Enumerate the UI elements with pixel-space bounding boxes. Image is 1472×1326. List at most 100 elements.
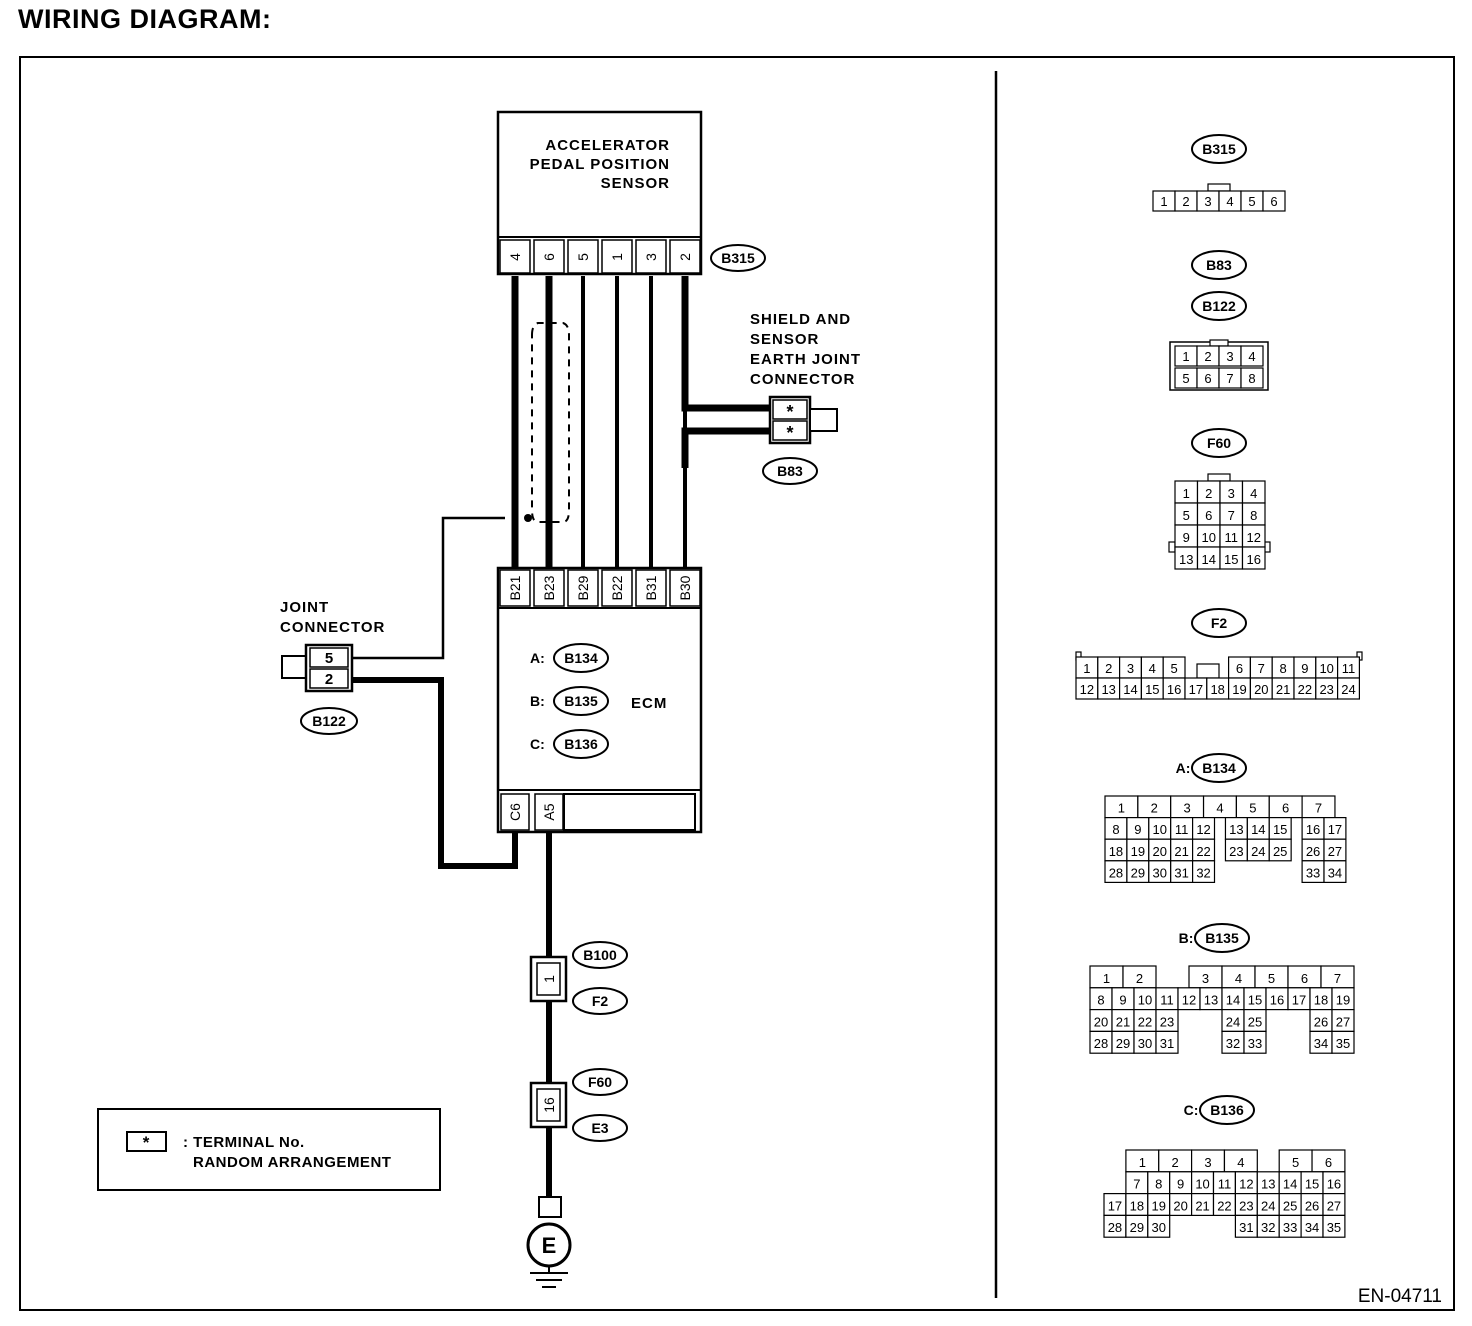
connector-cell-number: 23 bbox=[1319, 682, 1333, 697]
connector-cell bbox=[1268, 838, 1292, 862]
connector-cell-number: 4 bbox=[1248, 349, 1255, 364]
ground-symbol: E bbox=[526, 1196, 572, 1288]
connector-cell-number: 19 bbox=[1131, 844, 1145, 859]
connector-cell-number: 19 bbox=[1336, 993, 1350, 1008]
connector-cell-number: 22 bbox=[1138, 1014, 1152, 1029]
ecm-pin-label: B30 bbox=[677, 575, 693, 600]
connector-cell-number: 6 bbox=[1205, 508, 1212, 523]
connector-cell-number: 26 bbox=[1306, 844, 1320, 859]
connector-cell-number: 12 bbox=[1080, 682, 1094, 697]
connector-cell-number: 30 bbox=[1152, 1220, 1166, 1235]
connector-cell-number: 30 bbox=[1153, 865, 1167, 880]
connector-cell-number: 6 bbox=[1325, 1155, 1332, 1170]
connector-cell-number: 19 bbox=[1152, 1198, 1166, 1213]
connector-cell-number: 4 bbox=[1235, 971, 1242, 986]
connector-cell-number: 11 bbox=[1225, 530, 1239, 545]
connector-cell-number: 22 bbox=[1298, 682, 1312, 697]
ecm-pin-cell bbox=[500, 793, 530, 831]
connector-cell bbox=[1336, 677, 1360, 700]
connector-cell-number: 12 bbox=[1182, 993, 1196, 1008]
connector-cell-number: 16 bbox=[1270, 993, 1284, 1008]
page-title: WIRING DIAGRAM: bbox=[18, 4, 272, 34]
connector-cell-number: 5 bbox=[1268, 971, 1275, 986]
connector-cell-number: 7 bbox=[1228, 508, 1235, 523]
connector-cell-number: 20 bbox=[1094, 1014, 1108, 1029]
connector-cell-number: 31 bbox=[1160, 1036, 1174, 1051]
connector-cell bbox=[1322, 1214, 1346, 1238]
connector-cell-number: 14 bbox=[1251, 822, 1265, 837]
connector-cell bbox=[1155, 1030, 1179, 1054]
connector-id: B135 bbox=[564, 693, 598, 709]
connector-cell-number: 16 bbox=[1247, 552, 1261, 567]
connector-cell-number: 3 bbox=[1204, 194, 1211, 209]
connector-cell-number: 6 bbox=[1204, 371, 1211, 386]
connector-cell-number: 7 bbox=[1315, 801, 1322, 816]
connector-id: B315 bbox=[1202, 141, 1236, 157]
connector-badge bbox=[1191, 291, 1247, 321]
connector-cell-number: 10 bbox=[1153, 822, 1167, 837]
connector-cell-number: 19 bbox=[1232, 682, 1246, 697]
connector-id: B122 bbox=[312, 713, 346, 729]
connector-cell-number: 29 bbox=[1116, 1036, 1130, 1051]
connector-cell-number: 28 bbox=[1108, 1220, 1122, 1235]
connector-id: B122 bbox=[1202, 298, 1236, 314]
connector-cell-number: 14 bbox=[1123, 682, 1137, 697]
ecm-pin-label: B23 bbox=[541, 575, 557, 600]
connector-cell-number: 16 bbox=[1167, 682, 1181, 697]
connector-cell-number: 13 bbox=[1101, 682, 1115, 697]
sensor-pin-cell bbox=[669, 239, 701, 274]
legend: * : TERMINAL No. RANDOM ARRANGEMENT bbox=[97, 1108, 441, 1191]
connector-cell-number: 5 bbox=[1249, 801, 1256, 816]
ecm-pin-cell bbox=[567, 569, 599, 607]
connector-cell-number: 4 bbox=[1250, 486, 1257, 501]
sensor-pin-label: 1 bbox=[609, 253, 625, 261]
connector-cell-number: 4 bbox=[1149, 661, 1156, 676]
connector-cell-number: 21 bbox=[1174, 844, 1188, 859]
connector-cell-number: 20 bbox=[1173, 1198, 1187, 1213]
connector-cell-number: 34 bbox=[1314, 1036, 1328, 1051]
connector-prefix: C: bbox=[1184, 1102, 1199, 1118]
sensor-pin-label: 5 bbox=[575, 253, 591, 261]
connector-cell-number: 9 bbox=[1134, 822, 1141, 837]
connector-cell-number: 25 bbox=[1273, 844, 1287, 859]
connector-cell-number: 33 bbox=[1248, 1036, 1262, 1051]
connector-cell-number: 34 bbox=[1305, 1220, 1319, 1235]
sensor-pin-label: 3 bbox=[643, 253, 659, 261]
connector-cell-number: 29 bbox=[1130, 1220, 1144, 1235]
connector-cell-number: 2 bbox=[1136, 971, 1143, 986]
connector-cell-number: 18 bbox=[1314, 993, 1328, 1008]
connector-cell-number: 7 bbox=[1133, 1177, 1140, 1192]
connector-cell-number: 33 bbox=[1283, 1220, 1297, 1235]
connector-cell-number: 4 bbox=[1216, 801, 1223, 816]
sensor-pin-label: 6 bbox=[541, 253, 557, 261]
connector-id: B134 bbox=[1202, 760, 1236, 776]
connector-cell-number: 12 bbox=[1239, 1177, 1253, 1192]
diagram-frame bbox=[19, 56, 1455, 1311]
connector-cell-number: 26 bbox=[1314, 1014, 1328, 1029]
connector-cell-number: 14 bbox=[1202, 552, 1216, 567]
connector-cell-number: 9 bbox=[1301, 661, 1308, 676]
wires bbox=[352, 276, 770, 1197]
shield-pin-2: * bbox=[786, 423, 793, 443]
connector-cell-number: 10 bbox=[1202, 530, 1216, 545]
connector-cell-number: 28 bbox=[1109, 865, 1123, 880]
ecm-pin-label: C6 bbox=[507, 803, 523, 821]
connector-cell bbox=[1262, 190, 1286, 212]
sensor-name-line-3: SENSOR bbox=[601, 175, 670, 192]
connector-cell-number: 28 bbox=[1094, 1036, 1108, 1051]
connector-cell-number: 31 bbox=[1239, 1220, 1253, 1235]
connector-cell-number: 16 bbox=[1306, 822, 1320, 837]
ground-connector-f60-e3: 16 F60 E3 bbox=[529, 1068, 628, 1142]
connector-cell-number: 17 bbox=[1292, 993, 1306, 1008]
connector-cell-number: 15 bbox=[1224, 552, 1238, 567]
sensor-pin-cell bbox=[567, 239, 599, 274]
connector-cell-number: 31 bbox=[1174, 865, 1188, 880]
connector-badge bbox=[553, 686, 609, 716]
connector-id: F2 bbox=[1211, 615, 1228, 631]
sensor-pin-label: 2 bbox=[677, 253, 693, 261]
connector-cell-number: 1 bbox=[1182, 349, 1189, 364]
connector-cell-number: 15 bbox=[1305, 1177, 1319, 1192]
